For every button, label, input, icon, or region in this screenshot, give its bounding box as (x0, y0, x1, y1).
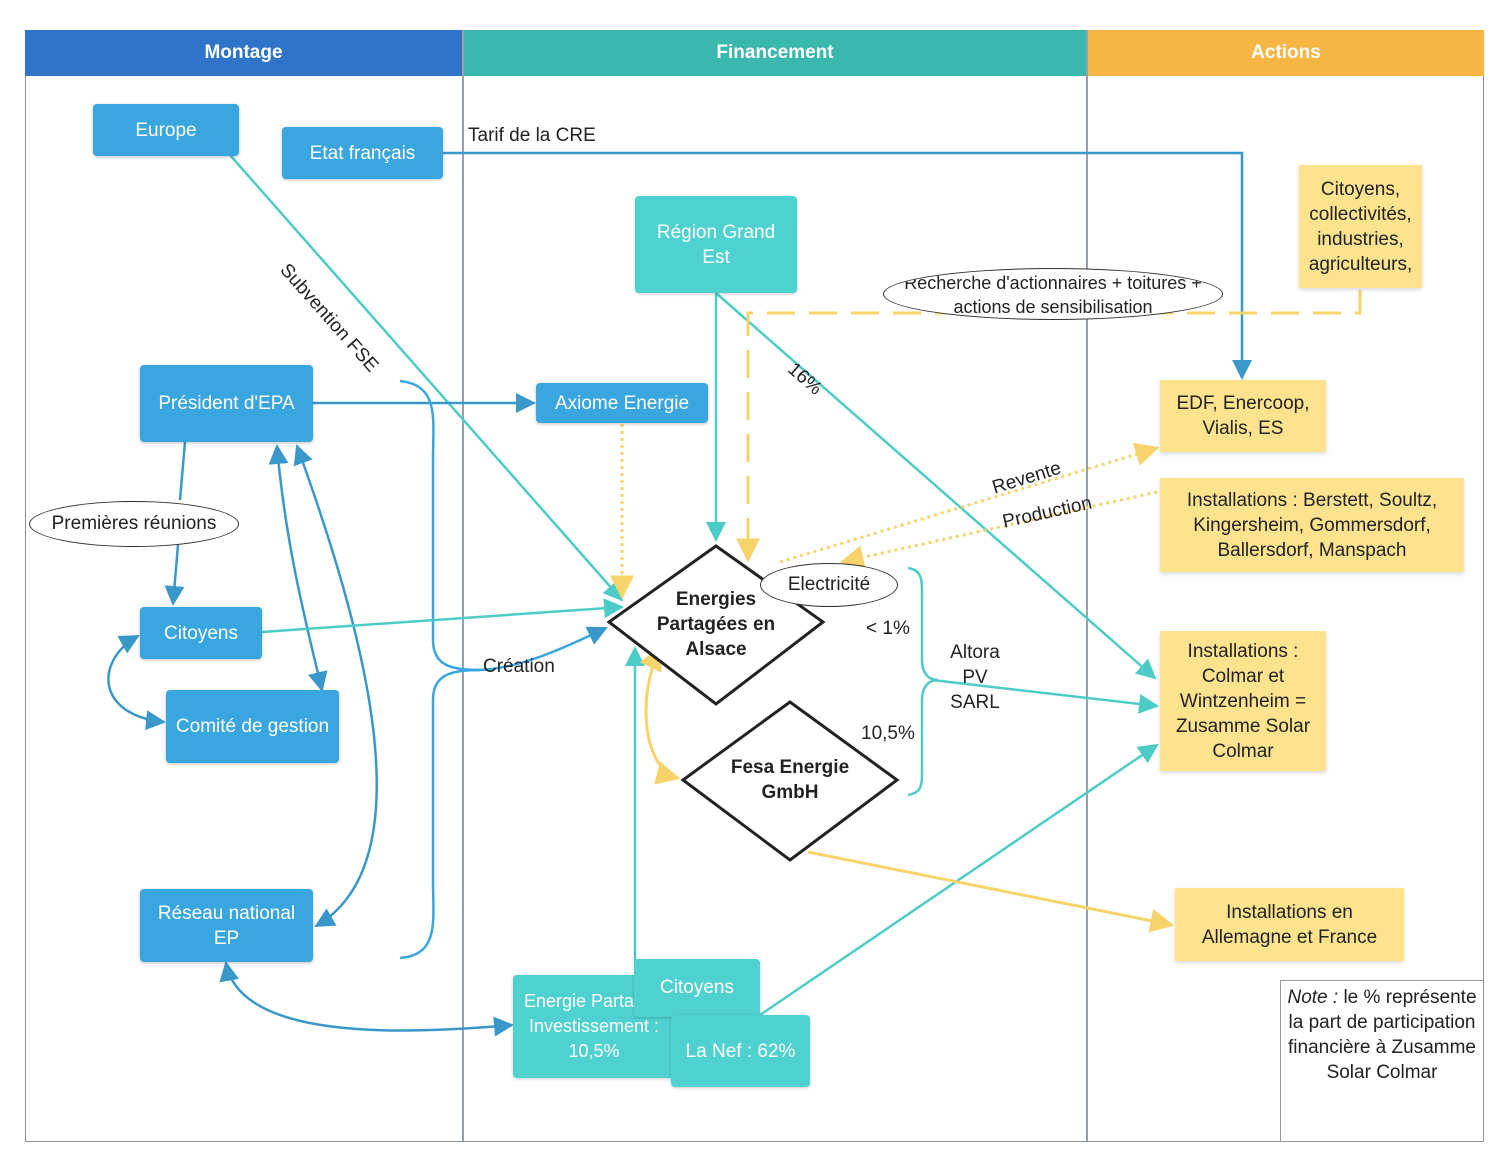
label-tarif-cre: Tarif de la CRE (468, 125, 596, 146)
edge-etat-edf (443, 151, 1252, 380)
node-energies-partagees-label[interactable]: Energies Partagées en Alsace (656, 588, 776, 660)
node-fesa-energie-label[interactable]: Fesa Energie GmbH (730, 757, 850, 803)
note-text: le % représente la part de participation… (1288, 987, 1477, 1083)
lane-divider (462, 30, 464, 1142)
label-altora-pv-sarl: Altora PV SARL (950, 642, 1000, 713)
label-10-5pct: 10,5% (861, 723, 915, 744)
diamond-fesa (680, 700, 900, 862)
node-installations-colmar[interactable]: Installations : Colmar et Wintzenheim = … (1160, 631, 1326, 771)
edge-president-citoyens (173, 441, 185, 604)
bracket-creation-top (399, 379, 481, 672)
edge-creation-ep (479, 626, 608, 672)
edge-president-comite (268, 444, 328, 692)
edge-citoyens-fin-colmar (759, 743, 1159, 1017)
node-region-grand-est[interactable]: Région Grand Est (635, 196, 797, 293)
edge-revente (779, 442, 1160, 564)
note-prefix: Note : (1287, 987, 1339, 1008)
node-citoyens-actions[interactable]: Citoyens, collectivités, industries, agr… (1299, 165, 1422, 288)
bracket-altora (907, 566, 939, 797)
node-la-nef[interactable]: La Nef : 62% (671, 1015, 810, 1087)
node-axiome-energie[interactable]: Axiome Energie (536, 383, 708, 423)
label-lt-1pct: < 1% (866, 618, 910, 639)
node-comite-gestion[interactable]: Comité de gestion (166, 690, 339, 763)
node-edf-enercoop[interactable]: EDF, Enercoop, Vialis, ES (1160, 380, 1326, 452)
edge-region-colmar (715, 292, 1157, 680)
note-box: Note : le % représente la part de partic… (1280, 980, 1484, 1142)
edge-ep-fesa (639, 645, 681, 785)
node-president-epa[interactable]: Président d'EPA (140, 365, 313, 442)
edge-altora-colmar (931, 678, 1159, 714)
lane-divider (1086, 30, 1088, 1142)
edge-fesa-allemagne (807, 850, 1175, 933)
node-citoyens-financement[interactable]: Citoyens (634, 959, 760, 1017)
node-installations-liste[interactable]: Installations : Berstett, Soultz, Kinger… (1160, 478, 1464, 572)
edge-citoyens-comite (107, 634, 166, 731)
lane-header-financement: Financement (464, 30, 1086, 76)
edge-production (839, 490, 1158, 570)
node-reseau-national[interactable]: Réseau national EP (140, 889, 313, 962)
lane-header-montage: Montage (25, 30, 462, 76)
edge-citoyens-ep (261, 598, 624, 634)
edge-reseau-epi (219, 961, 514, 1037)
edge-europe-ep (229, 154, 624, 602)
edge-recherche (736, 290, 1362, 563)
node-europe[interactable]: Europe (93, 104, 239, 156)
node-epi[interactable]: Energie Partagée Investissement : 10,5% (513, 975, 675, 1078)
lane-header-actions: Actions (1088, 30, 1484, 76)
node-installations-allemagne[interactable]: Installations en Allemagne et France (1175, 888, 1404, 961)
bracket-creation-bottom (399, 668, 481, 960)
node-premieres-reunions[interactable]: Premières réunions (29, 501, 239, 547)
node-recherche[interactable]: Recherche d'actionnaires + toitures + ac… (883, 268, 1223, 320)
node-electricite[interactable]: Electricité (760, 563, 898, 607)
node-citoyens-montage[interactable]: Citoyens (140, 607, 262, 659)
edge-president-reseau (293, 444, 378, 928)
node-etat-francais[interactable]: Etat français (282, 127, 443, 179)
label-creation: Création (483, 656, 555, 677)
